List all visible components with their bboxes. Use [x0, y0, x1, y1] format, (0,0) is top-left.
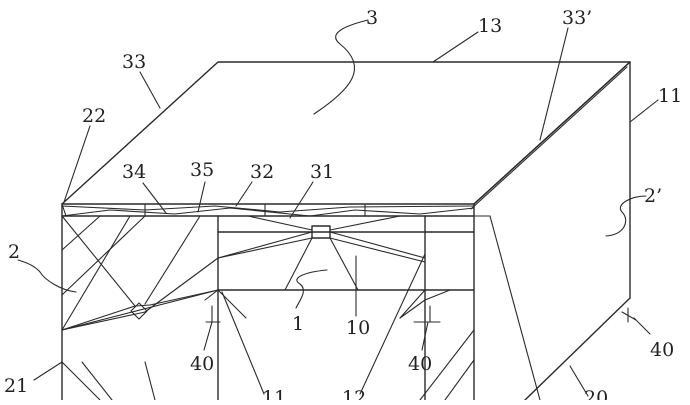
- leader-3: [313, 19, 369, 115]
- inner-frame: [204, 215, 475, 401]
- label-40-left: 40: [190, 353, 214, 375]
- leader-40-mid: [421, 321, 429, 351]
- leader-12-bottom: [359, 253, 426, 395]
- leader-11-bottom: [221, 291, 265, 395]
- tab-marks: [205, 305, 637, 323]
- leader-40-right: [633, 317, 651, 335]
- leader-13-top: [432, 31, 479, 63]
- leader-34: [142, 182, 167, 214]
- leader-35: [197, 181, 206, 213]
- label-33p: 33’: [562, 7, 592, 29]
- leader-33: [139, 71, 161, 109]
- label-22: 22: [82, 105, 106, 127]
- leader-40-left: [203, 321, 213, 351]
- label-34: 34: [122, 161, 146, 183]
- leader-31: [289, 181, 314, 219]
- leader-1: [295, 269, 328, 309]
- leader-11-right: [629, 99, 659, 123]
- leader-lines: [17, 19, 659, 397]
- label-3: 3: [366, 7, 378, 29]
- label-1: 1: [292, 313, 304, 335]
- leader-2p: [605, 195, 647, 237]
- label-40-mid: 40: [408, 353, 432, 375]
- label-31: 31: [310, 161, 334, 183]
- label-2p: 2’: [644, 185, 662, 207]
- label-11-right: 11: [658, 85, 682, 107]
- label-11-bottom: 11: [262, 387, 286, 400]
- label-10: 10: [346, 317, 370, 339]
- label-20-bottom: 20: [584, 387, 608, 400]
- leader-20-bottom: [569, 365, 589, 397]
- label-32: 32: [250, 161, 274, 183]
- leader-22: [63, 125, 91, 203]
- label-21: 21: [4, 375, 28, 397]
- front-frame: [61, 203, 475, 401]
- right-side-panel: [419, 61, 631, 401]
- leader-33p: [539, 27, 569, 141]
- label-35: 35: [190, 159, 214, 181]
- label-2: 2: [8, 241, 20, 263]
- top-panel: [61, 61, 631, 210]
- left-panel: [61, 215, 219, 401]
- label-33: 33: [122, 51, 146, 73]
- label-12-bottom: 12: [342, 387, 366, 400]
- leader-2: [17, 259, 77, 293]
- leader-21: [33, 361, 63, 381]
- leader-32: [235, 181, 253, 207]
- label-13-top: 13: [478, 15, 502, 37]
- label-40-right: 40: [650, 339, 674, 361]
